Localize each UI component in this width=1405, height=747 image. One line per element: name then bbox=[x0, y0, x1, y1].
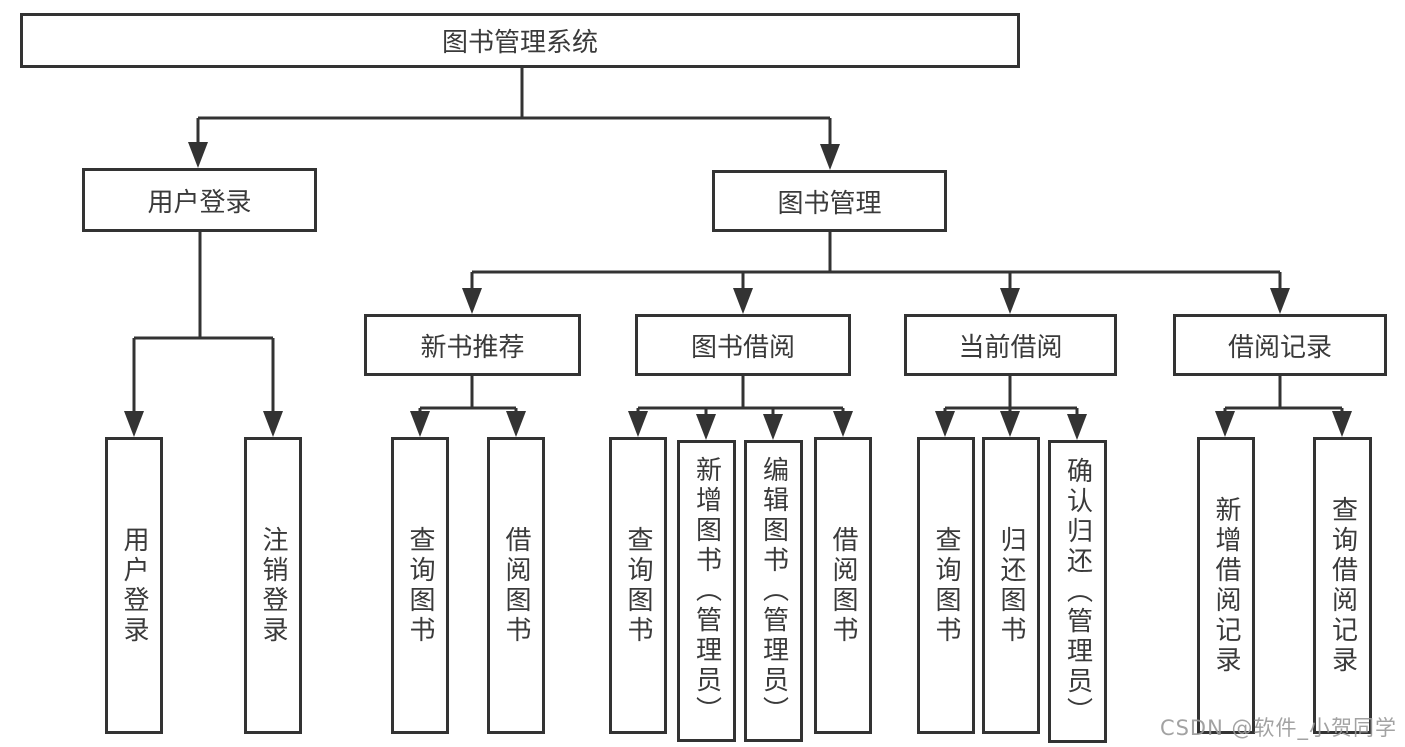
node-user-login: 用户登录 bbox=[82, 168, 317, 232]
leaf-add-borrow-record: 新增借阅记录 bbox=[1197, 437, 1255, 734]
leaf-add-borrow-record-label: 新增借阅记录 bbox=[1211, 495, 1241, 676]
leaf-add-book-admin-label: 新增图书（管理员） bbox=[691, 456, 722, 726]
leaf-query-books-current-label: 查询图书 bbox=[931, 525, 961, 646]
leaf-borrow-books-2-label: 借阅图书 bbox=[828, 525, 858, 646]
leaf-logout: 注销登录 bbox=[244, 437, 302, 734]
leaf-return-book: 归还图书 bbox=[982, 437, 1040, 734]
leaf-query-borrow-record: 查询借阅记录 bbox=[1313, 437, 1372, 734]
leaf-query-books-borrow-label: 查询图书 bbox=[623, 525, 653, 646]
node-current-borrow: 当前借阅 bbox=[904, 314, 1117, 376]
leaf-query-books-current: 查询图书 bbox=[917, 437, 975, 734]
leaf-edit-book-admin-label: 编辑图书（管理员） bbox=[758, 456, 789, 726]
leaf-query-borrow-record-label: 查询借阅记录 bbox=[1327, 495, 1358, 676]
leaf-query-books-recommend: 查询图书 bbox=[391, 437, 449, 734]
leaf-query-books-borrow: 查询图书 bbox=[609, 437, 667, 734]
leaf-borrow-books-recommend: 借阅图书 bbox=[487, 437, 545, 734]
leaf-borrow-books-2: 借阅图书 bbox=[814, 437, 872, 734]
leaf-return-book-label: 归还图书 bbox=[996, 525, 1026, 646]
node-root: 图书管理系统 bbox=[20, 13, 1020, 68]
node-new-book-recommend: 新书推荐 bbox=[364, 314, 581, 376]
leaf-logout-label: 注销登录 bbox=[258, 525, 288, 646]
node-book-borrow: 图书借阅 bbox=[635, 314, 851, 376]
leaf-query-books-recommend-label: 查询图书 bbox=[405, 525, 435, 646]
node-borrow-records: 借阅记录 bbox=[1173, 314, 1387, 376]
leaf-user-login-label: 用户登录 bbox=[119, 525, 149, 646]
leaf-borrow-books-recommend-label: 借阅图书 bbox=[501, 525, 531, 646]
leaf-edit-book-admin: 编辑图书（管理员） bbox=[744, 440, 803, 742]
leaf-user-login: 用户登录 bbox=[105, 437, 163, 734]
leaf-confirm-return-admin: 确认归还（管理员） bbox=[1048, 440, 1107, 743]
watermark: CSDN @软件_小贺同学 bbox=[1159, 716, 1397, 740]
leaf-confirm-return-admin-label: 确认归还（管理员） bbox=[1062, 456, 1093, 727]
node-book-management: 图书管理 bbox=[712, 170, 947, 232]
leaf-add-book-admin: 新增图书（管理员） bbox=[677, 440, 736, 742]
